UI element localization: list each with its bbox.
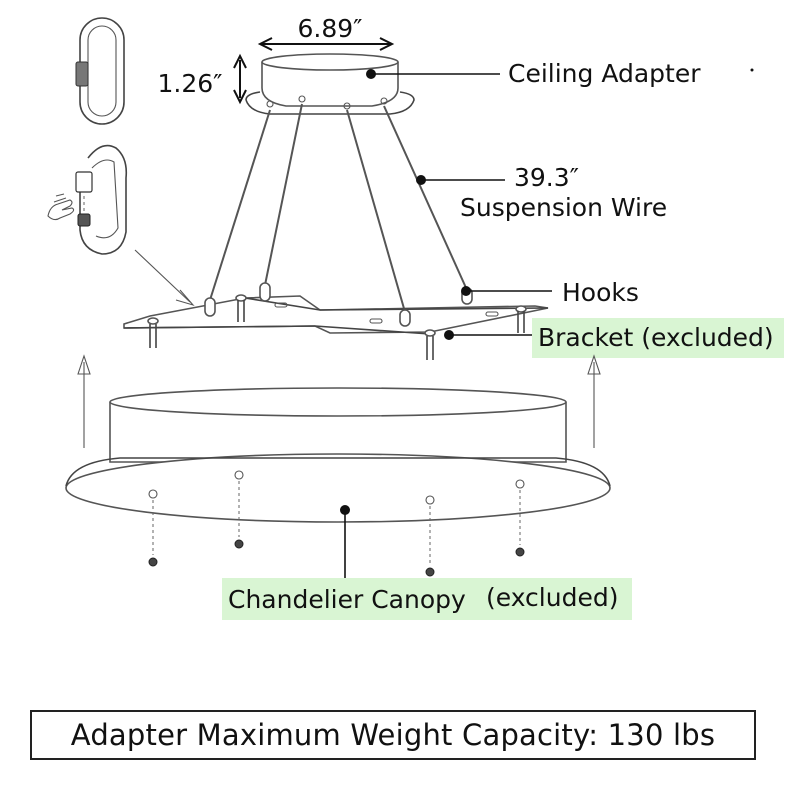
carabiner-closed-icon	[75, 17, 125, 125]
wire-length-label: 39.3″	[514, 163, 579, 192]
weight-capacity-box: Adapter Maximum Weight Capacity: 130 lbs	[30, 710, 756, 760]
carabiner-to-hook-arrow	[134, 249, 195, 307]
canopy-label: Chandelier Canopy	[228, 585, 466, 614]
canopy-screw	[425, 495, 435, 577]
canopy-screw	[515, 479, 525, 557]
bracket-bolt	[515, 305, 527, 333]
suspension-wires	[209, 103, 468, 313]
ceiling-adapter-label: Ceiling Adapter	[508, 59, 701, 88]
hooks-callout: Hooks	[461, 278, 639, 307]
hand-icon	[47, 193, 75, 221]
bracket-highlight	[532, 318, 784, 358]
canopy-highlight	[222, 578, 632, 620]
bracket-bolt	[424, 329, 436, 360]
chandelier-canopy	[65, 387, 611, 523]
weight-capacity-text: Adapter Maximum Weight Capacity: 130 lbs	[70, 718, 716, 752]
adapter-width-dimension: 6.89″	[257, 14, 395, 51]
adapter-width-label: 6.89″	[297, 14, 362, 43]
hooks-label: Hooks	[562, 278, 639, 307]
suspension-wire-label: Suspension Wire	[460, 193, 667, 222]
ceiling-adapter	[245, 53, 415, 115]
suspension-wire-callout: 39.3″ Suspension Wire	[416, 163, 667, 222]
bracket-bolt	[235, 294, 247, 322]
ceiling-adapter-callout: Ceiling Adapter	[366, 59, 754, 88]
lift-arrow-left	[77, 354, 91, 448]
carabiner-open-icon	[75, 144, 128, 255]
canopy-screw	[234, 470, 244, 549]
canopy-callout: Chandelier Canopy (excluded)	[222, 505, 632, 620]
bracket-callout: Bracket (excluded)	[444, 318, 784, 358]
lift-arrow-right	[587, 354, 601, 448]
bracket-bolt	[147, 317, 159, 348]
adapter-height-label: 1.26″	[157, 69, 222, 98]
bracket-label: Bracket (excluded)	[538, 323, 774, 352]
canopy-excluded-label: (excluded)	[486, 583, 618, 612]
adapter-height-dimension: 1.26″	[157, 53, 247, 105]
bracket	[123, 294, 549, 360]
canopy-screw	[148, 489, 158, 567]
